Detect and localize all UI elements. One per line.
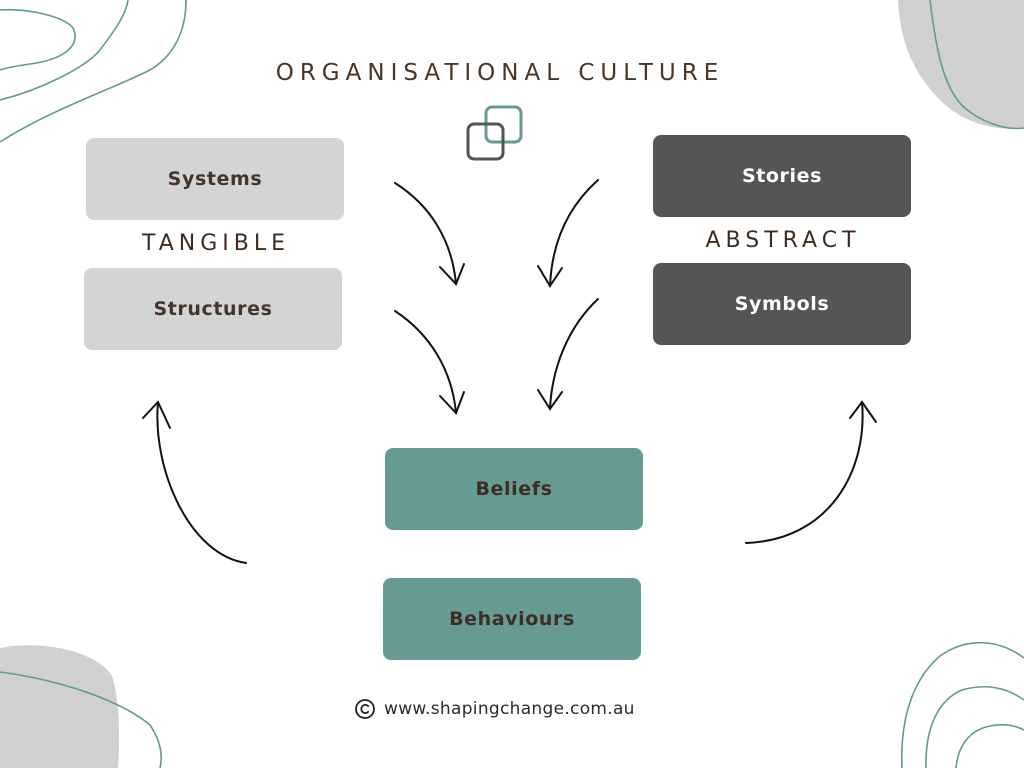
arrow-stories-to-center-head [537,265,563,288]
arrow-stories-to-center [549,179,599,287]
tangible-label: TANGIBLE [141,231,291,256]
copyright-icon [355,699,375,719]
bottom-left-curve [0,671,162,768]
bottom-left-blob [0,645,120,768]
arrow-up-to-abstract-head [849,400,877,423]
page-title: ORGANISATIONAL CULTURE [275,60,725,86]
arrow-systems-to-center [394,182,457,285]
arrow-structures-to-beliefs [394,310,457,414]
overlapping-squares-icon [466,105,523,161]
top-right-blob [898,0,1024,129]
arrows [142,179,877,564]
stories-box: Stories [653,135,911,217]
bottom-right-contours [900,641,1024,768]
footer: www.shapingchange.com.au [354,697,635,721]
beliefs-box: Beliefs [385,448,643,530]
arrow-symbols-to-beliefs-head [537,389,563,411]
arrow-systems-to-center-head [439,263,465,286]
abstract-label: ABSTRACT [705,228,861,253]
structures-box: Structures [84,268,342,350]
arrow-symbols-to-beliefs [549,298,599,410]
arrow-up-to-abstract [745,401,864,544]
top-left-contours [0,0,187,143]
symbols-box: Symbols [653,263,911,345]
behaviours-box: Behaviours [383,578,641,660]
top-right-curve [929,0,1024,130]
arrow-up-to-tangible-head [142,400,171,429]
systems-box: Systems [86,138,344,220]
arrow-up-to-tangible [156,401,247,564]
arrow-structures-to-beliefs-head [439,391,465,415]
footer-url[interactable]: www.shapingchange.com.au [384,699,635,719]
